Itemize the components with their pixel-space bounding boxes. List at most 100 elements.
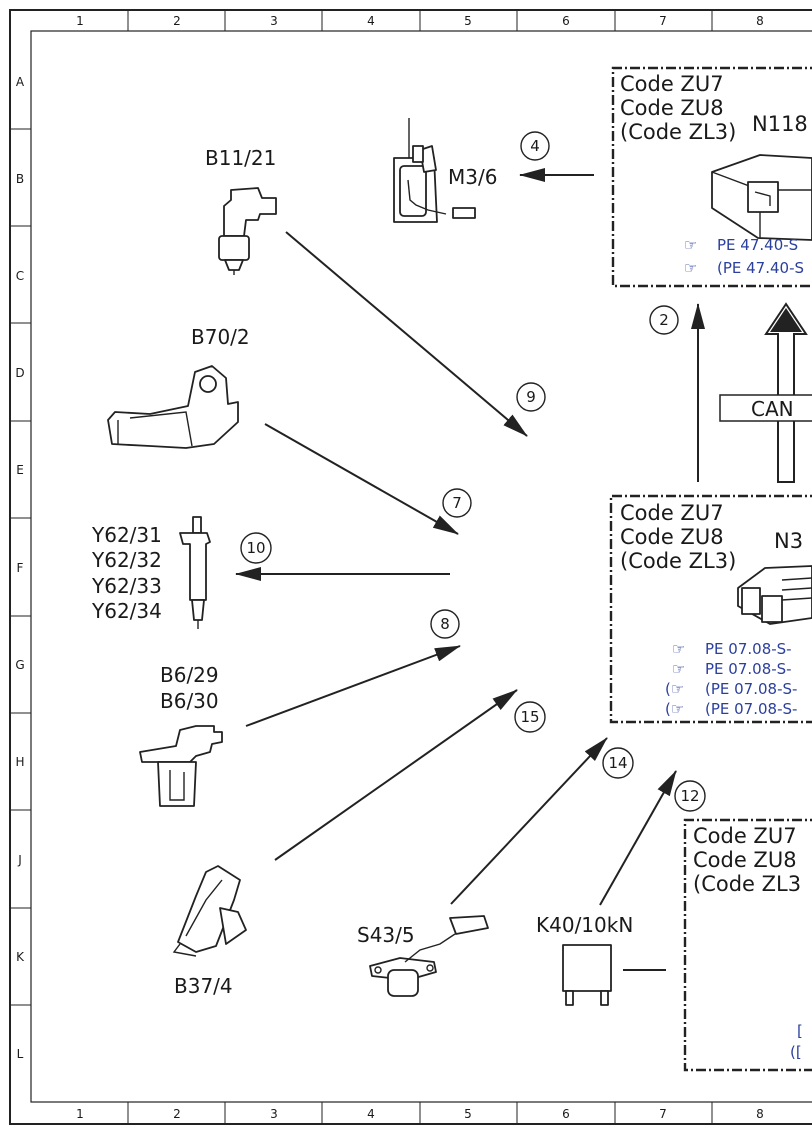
box-top-code-zu8: Code ZU8 <box>620 96 724 120</box>
connection-number-7: 7 <box>442 488 472 518</box>
m3-6-pump-icon <box>393 118 476 223</box>
can-bus-label: CAN <box>751 397 794 421</box>
connection-number-8: 8 <box>430 609 460 639</box>
y62-injector-icon <box>179 516 211 629</box>
svg-text:12: 12 <box>680 787 699 805</box>
box-bottom-code-zu7: Code ZU7 <box>693 824 797 848</box>
connection-number-4: 4 <box>520 131 550 161</box>
label-k40-10kn: K40/10kN <box>536 913 633 937</box>
box-middle-code-zu8: Code ZU8 <box>620 525 724 549</box>
drawing-frame: 1 2 3 4 5 6 7 8 1 2 3 4 5 6 7 8 A B C D … <box>9 9 812 1125</box>
connection-numbers: 4 2 9 7 10 8 15 14 12 <box>240 131 706 812</box>
grid-col-7-bottom: 7 <box>659 1107 667 1121</box>
box-bottom-code-zu8: Code ZU8 <box>693 848 797 872</box>
connection-number-14: 14 <box>602 747 634 779</box>
svg-text:14: 14 <box>608 754 627 772</box>
svg-text:7: 7 <box>452 494 462 512</box>
box-top-ref-2[interactable]: ☞ (PE 47.40-S <box>684 259 804 277</box>
grid-row-J: J <box>17 853 22 867</box>
b6-29-sensor-icon <box>139 725 223 807</box>
connection-number-9: 9 <box>516 382 546 412</box>
pointing-hand-icon: (☞ <box>665 700 684 718</box>
grid-row-C: C <box>16 269 24 283</box>
grid-row-A: A <box>16 75 25 89</box>
box-top-title: N118 <box>752 112 808 136</box>
svg-text:9: 9 <box>526 388 536 406</box>
grid-col-8-bottom: 8 <box>756 1107 764 1121</box>
arrow-8 <box>245 645 461 727</box>
svg-text:15: 15 <box>520 708 539 726</box>
arrow-7 <box>264 423 459 535</box>
box-middle-code-zl3: (Code ZL3) <box>620 549 736 573</box>
b70-2-sensor-icon <box>107 365 239 449</box>
pointing-hand-icon: ☞ <box>672 640 685 658</box>
control-unit-box-bottom: Code ZU7 Code ZU8 (Code ZL3 [ ([ <box>683 818 812 1072</box>
connection-number-2: 2 <box>649 305 679 335</box>
grid-col-2-bottom: 2 <box>173 1107 181 1121</box>
box-bottom-code-zl3: (Code ZL3 <box>693 872 801 896</box>
label-s43-5: S43/5 <box>357 923 415 947</box>
svg-text:10: 10 <box>246 539 265 557</box>
label-y62-34: Y62/34 <box>91 599 162 623</box>
box-top-code-zl3: (Code ZL3) <box>620 120 736 144</box>
box-middle-ref-1[interactable]: ☞ PE 07.08-S- <box>672 640 792 658</box>
box-top-ref-1-text[interactable]: PE 47.40-S <box>717 236 798 254</box>
b11-21-sensor-icon <box>218 187 277 275</box>
box-middle-ref-4[interactable]: (☞ (PE 07.08-S- <box>665 700 797 718</box>
grid-col-8-top: 8 <box>756 14 764 28</box>
connection-number-10: 10 <box>240 532 272 564</box>
box-middle-ref-2[interactable]: ☞ PE 07.08-S- <box>672 660 792 678</box>
grid-col-3-bottom: 3 <box>270 1107 278 1121</box>
n118-control-unit-icon <box>711 154 812 241</box>
label-b6-29: B6/29 <box>160 663 219 687</box>
svg-text:2: 2 <box>659 311 669 329</box>
b37-4-pedal-icon <box>172 865 247 957</box>
pointing-hand-icon: (☞ <box>665 680 684 698</box>
grid-row-K: K <box>16 950 25 964</box>
s43-5-switch-icon <box>369 915 489 997</box>
box-middle-ref-2-text[interactable]: PE 07.08-S- <box>705 660 792 678</box>
label-y62-31: Y62/31 <box>91 523 162 547</box>
label-b37-4: B37/4 <box>174 974 233 998</box>
grid-col-7-top: 7 <box>659 14 667 28</box>
arrow-12 <box>599 770 677 906</box>
svg-text:4: 4 <box>530 137 540 155</box>
box-middle-ref-4-text[interactable]: (PE 07.08-S- <box>705 700 797 718</box>
grid-row-E: E <box>16 463 24 477</box>
label-y62-33: Y62/33 <box>91 574 162 598</box>
grid-row-F: F <box>17 561 24 575</box>
connection-number-15: 15 <box>514 701 546 733</box>
box-top-ref-1[interactable]: ☞ PE 47.40-S <box>684 236 798 254</box>
arrow-15 <box>274 689 518 861</box>
grid-col-5-top: 5 <box>464 14 472 28</box>
grid-col-3-top: 3 <box>270 14 278 28</box>
box-middle-ref-3-text[interactable]: (PE 07.08-S- <box>705 680 797 698</box>
grid-col-6-top: 6 <box>562 14 570 28</box>
grid-col-6-bottom: 6 <box>562 1107 570 1121</box>
grid-col-2-top: 2 <box>173 14 181 28</box>
arrow-14 <box>450 737 608 905</box>
component-drawings <box>107 118 612 1006</box>
n3-control-unit-icon <box>737 565 812 625</box>
box-middle-ref-3[interactable]: (☞ (PE 07.08-S- <box>665 680 797 698</box>
label-b11-21: B11/21 <box>205 146 276 170</box>
arrow-9 <box>285 231 528 437</box>
box-top-code-zu7: Code ZU7 <box>620 72 724 96</box>
pointing-hand-icon: ☞ <box>684 236 697 254</box>
grid-col-1-bottom: 1 <box>76 1107 84 1121</box>
grid-row-L: L <box>17 1047 24 1061</box>
label-y62-32: Y62/32 <box>91 548 162 572</box>
pointing-hand-icon: ☞ <box>672 660 685 678</box>
box-middle-code-zu7: Code ZU7 <box>620 501 724 525</box>
grid-col-1-top: 1 <box>76 14 84 28</box>
box-middle-ref-1-text[interactable]: PE 07.08-S- <box>705 640 792 658</box>
component-labels: B11/21 M3/6 B70/2 Y62/31 Y62/32 Y62/33 Y… <box>91 146 633 998</box>
svg-text:8: 8 <box>440 615 450 633</box>
box-middle-title: N3 <box>774 529 803 553</box>
grid-col-5-bottom: 5 <box>464 1107 472 1121</box>
grid-row-B: B <box>16 172 24 186</box>
box-top-ref-2-text[interactable]: (PE 47.40-S <box>717 259 804 277</box>
grid-row-H: H <box>15 755 24 769</box>
can-bus-connection: CAN <box>719 302 812 483</box>
